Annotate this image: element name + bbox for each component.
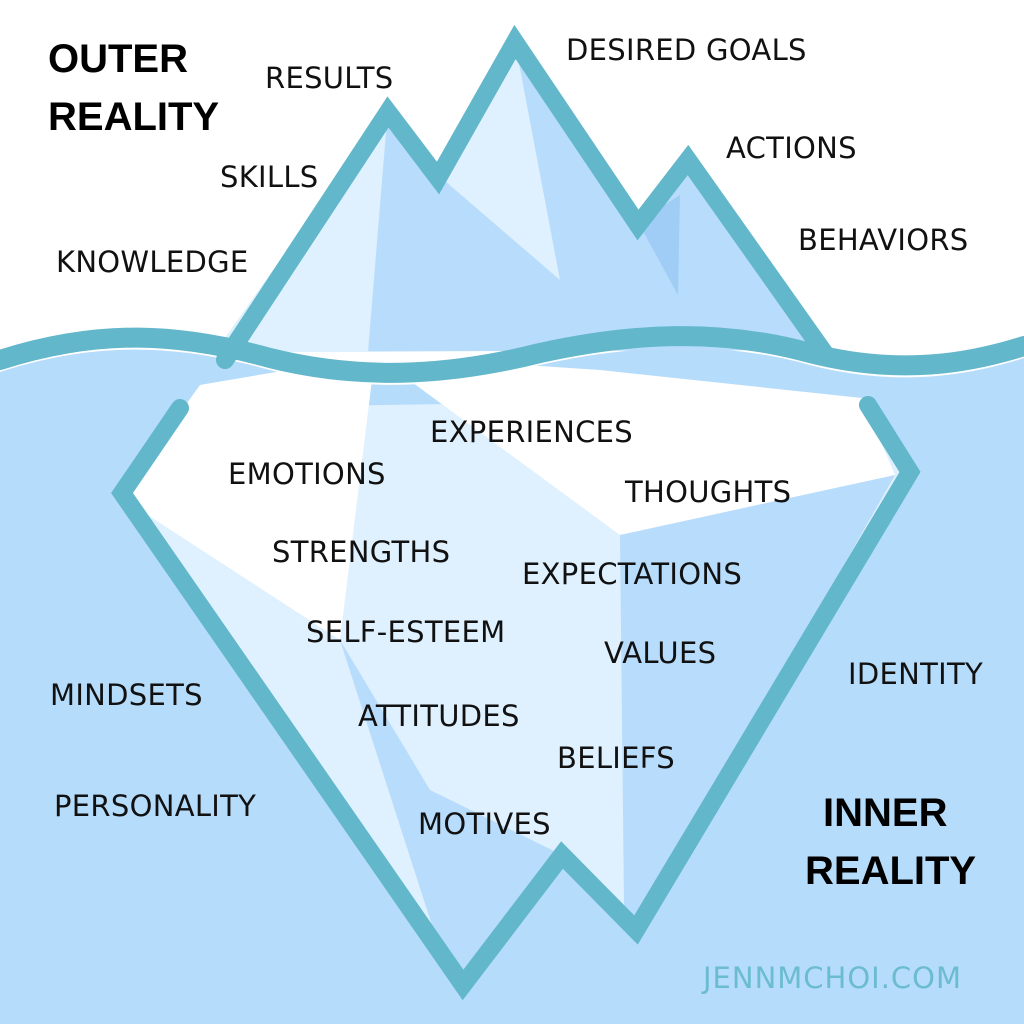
outer-reality-line2: REALITY bbox=[48, 95, 220, 139]
label-identity: IDENTITY bbox=[848, 657, 983, 691]
underwater-ice-face bbox=[375, 355, 895, 535]
label-motives: MOTIVES bbox=[418, 807, 551, 841]
underwater-ice-highlight bbox=[122, 355, 375, 640]
label-results: RESULTS bbox=[265, 61, 394, 95]
inner-reality-line1: INNER bbox=[823, 791, 948, 835]
inner-reality-line2: REALITY bbox=[805, 849, 977, 893]
label-values: VALUES bbox=[604, 636, 717, 670]
outer-reality-line1: OUTER bbox=[48, 37, 188, 81]
label-self-esteem: SELF-ESTEEM bbox=[306, 615, 506, 649]
label-beliefs: BELIEFS bbox=[557, 741, 675, 775]
underwater-ice-outline bbox=[111, 396, 921, 1001]
label-strengths: STRENGTHS bbox=[272, 535, 451, 569]
outer-reality-heading: OUTER REALITY bbox=[48, 30, 219, 146]
label-skills: SKILLS bbox=[220, 160, 319, 194]
label-emotions: EMOTIONS bbox=[228, 457, 386, 491]
label-actions: ACTIONS bbox=[726, 131, 857, 165]
label-desired-goals: DESIRED GOALS bbox=[566, 33, 807, 67]
label-personality: PERSONALITY bbox=[54, 789, 257, 823]
underwater-ice-shade-right bbox=[620, 475, 895, 930]
ice-tip-outline bbox=[216, 24, 837, 369]
label-thoughts: THOUGHTS bbox=[625, 475, 792, 509]
underwater-ice-shade-left bbox=[340, 640, 562, 985]
waterline-wave bbox=[0, 326, 1024, 383]
label-mindsets: MINDSETS bbox=[50, 678, 203, 712]
label-experiences: EXPERIENCES bbox=[430, 415, 634, 449]
label-attitudes: ATTITUDES bbox=[358, 699, 520, 733]
ice-tip-light-peak bbox=[438, 42, 560, 280]
label-knowledge: KNOWLEDGE bbox=[56, 245, 249, 279]
label-behaviors: BEHAVIORS bbox=[798, 223, 969, 257]
label-expectations: EXPECTATIONS bbox=[522, 557, 743, 591]
site-credit: JENNMCHOI.COM bbox=[703, 961, 963, 995]
inner-reality-heading: INNER REALITY bbox=[805, 784, 976, 900]
